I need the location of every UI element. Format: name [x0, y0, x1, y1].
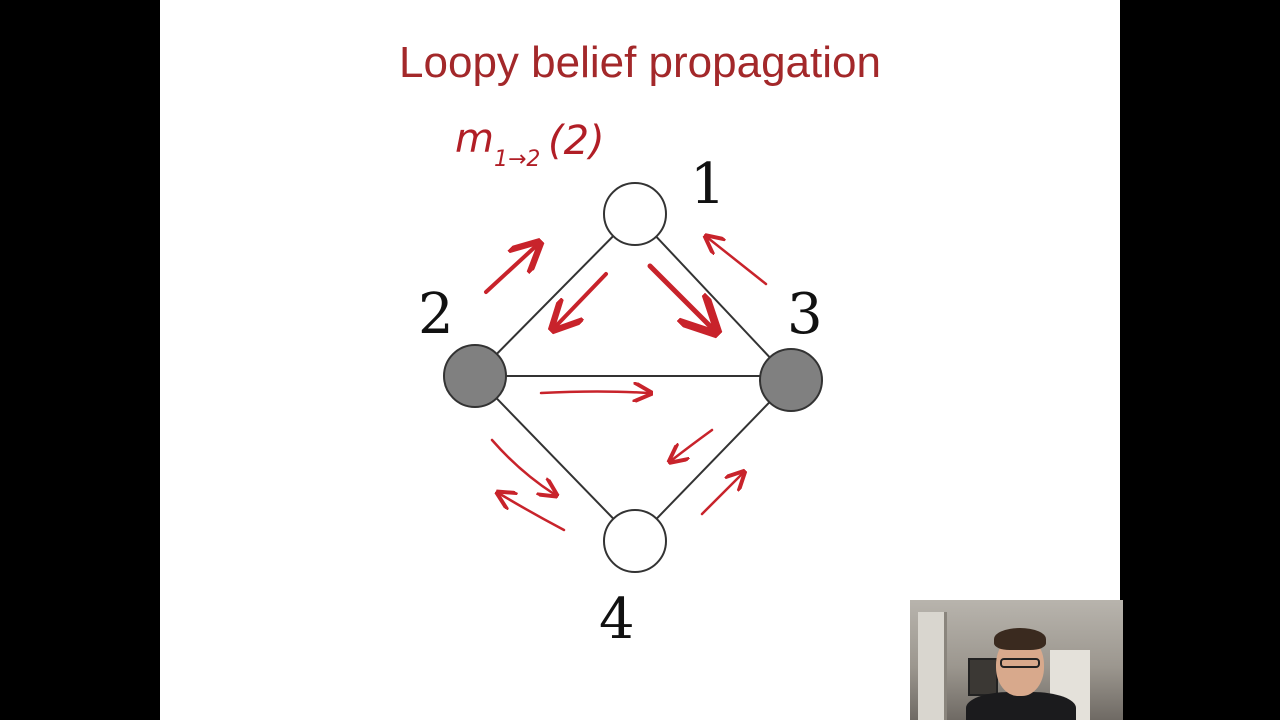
message-arrow-3-to-1 — [708, 238, 768, 286]
message-arrow-4-to-3 — [700, 474, 742, 516]
message-annotation-argument: (2) — [548, 118, 605, 164]
slide-title: Loopy belief propagation — [399, 38, 881, 87]
node-1 — [603, 182, 667, 246]
edge-3-4 — [634, 379, 792, 542]
message-arrow-3-to-4 — [672, 428, 714, 460]
message-annotation-m: m — [455, 116, 494, 162]
slide: Loopy belief propagation 1 2 3 4 m 1→2 (… — [160, 0, 1120, 720]
webcam-background-frame — [968, 658, 998, 696]
presenter-video-icon — [910, 600, 1123, 720]
node-label-2: 2 — [418, 282, 454, 347]
message-arrow-2-to-1 — [484, 246, 536, 294]
message-arrow-4-to-2 — [500, 494, 566, 532]
node-3 — [759, 348, 823, 412]
graph-diagram: 1 2 3 4 m 1→2 (2) — [418, 116, 823, 652]
webcam-background-door — [918, 612, 947, 720]
edge-1-3 — [634, 213, 792, 381]
edge-1-2 — [474, 213, 636, 377]
message-arrow-2-to-3 — [539, 392, 648, 394]
presenter-body — [966, 692, 1076, 720]
message-arrow-1-to-3 — [647, 263, 712, 328]
node-2 — [443, 344, 507, 408]
message-arrow-2-to-4 — [490, 438, 554, 494]
node-4 — [603, 509, 667, 573]
message-arrow-1-to-2 — [556, 272, 608, 326]
node-label-3: 3 — [787, 282, 823, 347]
presenter-hair — [994, 628, 1046, 650]
presenter-glasses — [1000, 658, 1040, 668]
node-label-4: 4 — [599, 587, 635, 652]
edge-2-4 — [474, 375, 636, 542]
message-annotation-subscript: 1→2 — [494, 147, 540, 172]
node-label-1: 1 — [690, 152, 726, 217]
